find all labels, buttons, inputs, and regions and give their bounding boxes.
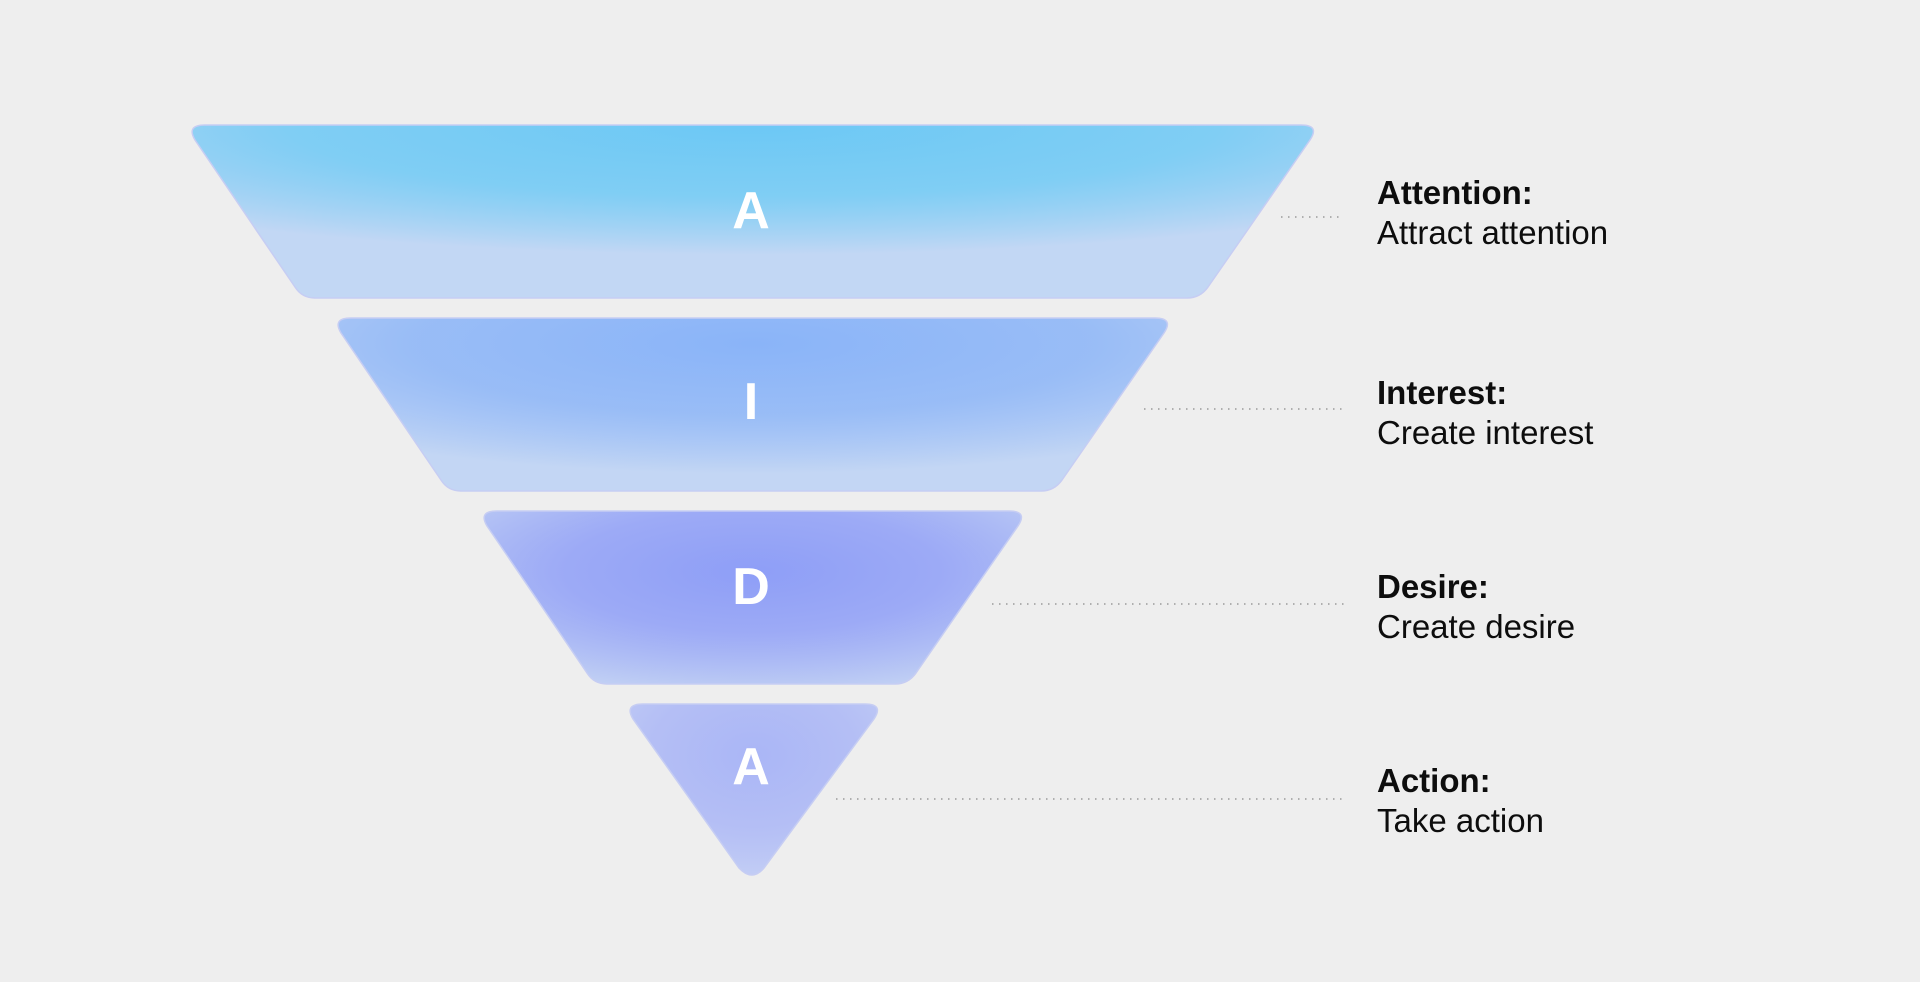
stage-letter-desire: D: [732, 558, 770, 616]
stage-letter-action: A: [732, 738, 770, 796]
stage-description-attention: Attract attention: [1377, 214, 1609, 251]
stage-name-desire: Desire:: [1377, 568, 1489, 605]
stage-description-interest: Create interest: [1377, 414, 1594, 451]
stage-name-interest: Interest:: [1377, 374, 1508, 411]
funnel-stage-action: A: [629, 703, 1344, 876]
label-action: Action: Take action: [1377, 761, 1544, 841]
funnel-stage-attention: A: [191, 124, 1344, 299]
label-desire: Desire: Create desire: [1377, 567, 1575, 647]
stage-name-action: Action:: [1377, 762, 1491, 799]
funnel-segment-interest: [337, 317, 1169, 492]
stage-description-action: Take action: [1377, 802, 1544, 839]
funnel-segment-action: [629, 703, 879, 876]
funnel-stage-desire: D: [483, 510, 1344, 685]
stage-letter-interest: I: [744, 373, 758, 431]
stage-letter-attention: A: [732, 182, 770, 240]
funnel-segment-desire: [483, 510, 1023, 685]
stage-name-attention: Attention:: [1377, 174, 1533, 211]
funnel-segment-attention: [191, 124, 1315, 299]
label-attention: Attention: Attract attention: [1377, 173, 1608, 253]
funnel-stage-interest: I: [337, 317, 1344, 492]
label-interest: Interest: Create interest: [1377, 373, 1593, 453]
stage-description-desire: Create desire: [1377, 608, 1576, 645]
